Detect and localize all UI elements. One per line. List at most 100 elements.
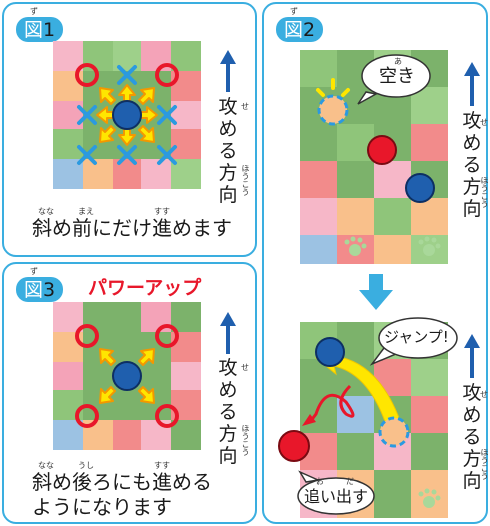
fig2-dir-lower-char-5: 向 (462, 470, 482, 492)
fig1-direction-arrow (220, 50, 236, 92)
fig2-before-pieces (316, 78, 435, 203)
fig1-tag-prefix: 図 (24, 19, 44, 41)
fig2-paw-icon-2 (418, 236, 441, 256)
fig1-moves (75, 63, 179, 165)
fig3-direction-label: 攻 め る 方 向 (217, 357, 239, 467)
fig3-dir-ruby-2: ほうこう (241, 424, 250, 456)
fig2-dir-lower-char-3: る (462, 426, 482, 448)
fig1-arrow-down-left (99, 125, 116, 143)
fig1-dir-char-5: 向 (218, 184, 238, 206)
fig2-push-bubble-text: 追い出す (304, 487, 369, 506)
fig1-dir-char-1: 攻 (218, 96, 238, 118)
fig3-dir-char-1: 攻 (218, 357, 238, 379)
fig1-circle-marker-top-right (155, 63, 179, 87)
fig1-arrow-up-right (138, 87, 155, 105)
fig3-moves (75, 324, 179, 428)
fig1-cross-marker-bottom-left (77, 145, 97, 165)
fig3-arrow-down-left (99, 386, 116, 404)
fig3-dir-ruby-1: せ (241, 363, 249, 372)
fig2-empty-bubble (357, 54, 431, 105)
fig2-dir-upper-ruby-1: せ (480, 118, 488, 127)
fig1-dir-char-2: め (218, 118, 238, 140)
fig2-dir-lower-char-1: 攻 (462, 382, 482, 404)
fig2-direction-label-lower: 攻 め る 方 向 (461, 382, 483, 492)
fig2-push-bubble (297, 470, 375, 515)
fig3-circle-marker-bottom-left (75, 404, 99, 428)
fig1-caption: 斜め前にだけ進めます (32, 216, 232, 240)
fig2-tag-ruby: ず (290, 7, 298, 16)
fig1-cross-marker-left (77, 105, 97, 125)
fig2-dir-lower-char-4: 方 (462, 448, 482, 470)
fig2-push-bubble-ruby-2: だ (346, 477, 354, 486)
fig2-paw-icon-1 (344, 236, 367, 256)
fig1-cross-marker-bottom (117, 145, 137, 165)
fig2-dir-upper-char-3: る (462, 154, 482, 176)
fig2-landed-blue-piece (315, 337, 345, 367)
fig3-tag: 図3 (16, 277, 64, 302)
fig3-caption-ruby-1: なな (38, 461, 54, 470)
fig2-jump-bubble-text: ジャンプ! (384, 328, 449, 346)
fig1-arrow-right (140, 106, 158, 124)
fig2-dir-lower-ruby-2: ほうこう (480, 448, 489, 480)
fig1-board-tiles (53, 41, 201, 189)
fig2-dir-lower-char-2: め (462, 404, 482, 426)
fig1-dir-char-4: 方 (218, 162, 238, 184)
fig1-arrow-down (118, 128, 136, 146)
fig3-dir-char-2: め (218, 379, 238, 401)
fig2-transition-arrow (359, 274, 393, 310)
fig2-direction-arrow-lower (464, 334, 480, 378)
figure-1-panel: ず 図1 (2, 2, 257, 257)
fig1-arrow-up-left (99, 87, 116, 105)
fig3-arrow-up-right (138, 348, 155, 366)
fig2-empty-bubble-text: 空き (379, 66, 415, 87)
fig2-dir-upper-char-5: 向 (462, 198, 482, 220)
fig3-tag-ruby: ず (30, 267, 38, 276)
fig2-direction-label-upper: 攻 め る 方 向 (461, 110, 483, 220)
fig3-dir-char-5: 向 (218, 445, 238, 467)
fig2-dir-lower-ruby-1: せ (480, 390, 488, 399)
fig2-empty-bubble-ruby: あ (394, 57, 402, 66)
fig3-circle-marker-bottom-right (155, 404, 179, 428)
fig3-blue-piece (112, 361, 142, 391)
fig3-circle-marker-top-left (75, 324, 99, 348)
fig2-vacated-spot-marker (378, 416, 410, 448)
fig2-paw-icon-4 (418, 488, 441, 508)
fig3-circle-marker-top-right (155, 324, 179, 348)
fig3-caption-ruby-3: すす (154, 461, 170, 470)
fig2-empty-spot-marker (317, 94, 349, 126)
fig1-dir-char-3: る (218, 140, 238, 162)
fig2-jump-arrow (315, 344, 403, 431)
figure-3-panel: ず 図3 パワーアップ 攻 め る (2, 262, 257, 524)
fig2-push-out-arrow (308, 384, 355, 423)
fig1-tag-ruby: ず (30, 7, 38, 16)
fig3-caption-ruby-2: うし (78, 461, 94, 470)
fig1-arrow-left (96, 106, 114, 124)
figure-2-panel: ず 図2 あ 空き (262, 2, 489, 524)
fig2-tag-number: 2 (303, 19, 316, 41)
fig1-cross-marker-right (157, 105, 177, 125)
fig3-tag-number: 3 (43, 279, 56, 301)
fig2-jump-bubble (369, 317, 458, 366)
fig3-arrow-down-right (138, 386, 155, 404)
fig3-title: パワーアップ (88, 277, 202, 299)
fig1-dir-ruby-2: ほうこう (241, 164, 250, 196)
fig1-caption-ruby-2: まえ (78, 207, 94, 216)
fig3-caption-line-2: ようになります (32, 495, 172, 519)
fig1-tag-number: 1 (43, 19, 56, 41)
fig2-red-piece (367, 135, 397, 165)
fig1-arrow-down-right (138, 125, 155, 143)
fig2-dir-upper-char-4: 方 (462, 176, 482, 198)
fig2-dir-upper-char-1: 攻 (462, 110, 482, 132)
fig3-tag-prefix: 図 (24, 279, 44, 301)
fig1-arrow-up (118, 84, 136, 102)
fig1-direction-label: 攻 め る 方 向 (217, 96, 239, 206)
fig2-dir-upper-char-2: め (462, 132, 482, 154)
fig2-push-bubble-ruby-1: お (316, 477, 324, 486)
fig2-pushed-red-piece (278, 430, 310, 462)
fig3-dir-char-3: る (218, 401, 238, 423)
fig1-blue-piece (112, 100, 142, 130)
fig2-blue-piece (405, 173, 435, 203)
fig1-circle-marker-top-left (75, 63, 99, 87)
fig2-dir-upper-ruby-2: ほうこう (480, 176, 489, 208)
fig3-arrow-up-left (99, 348, 116, 366)
